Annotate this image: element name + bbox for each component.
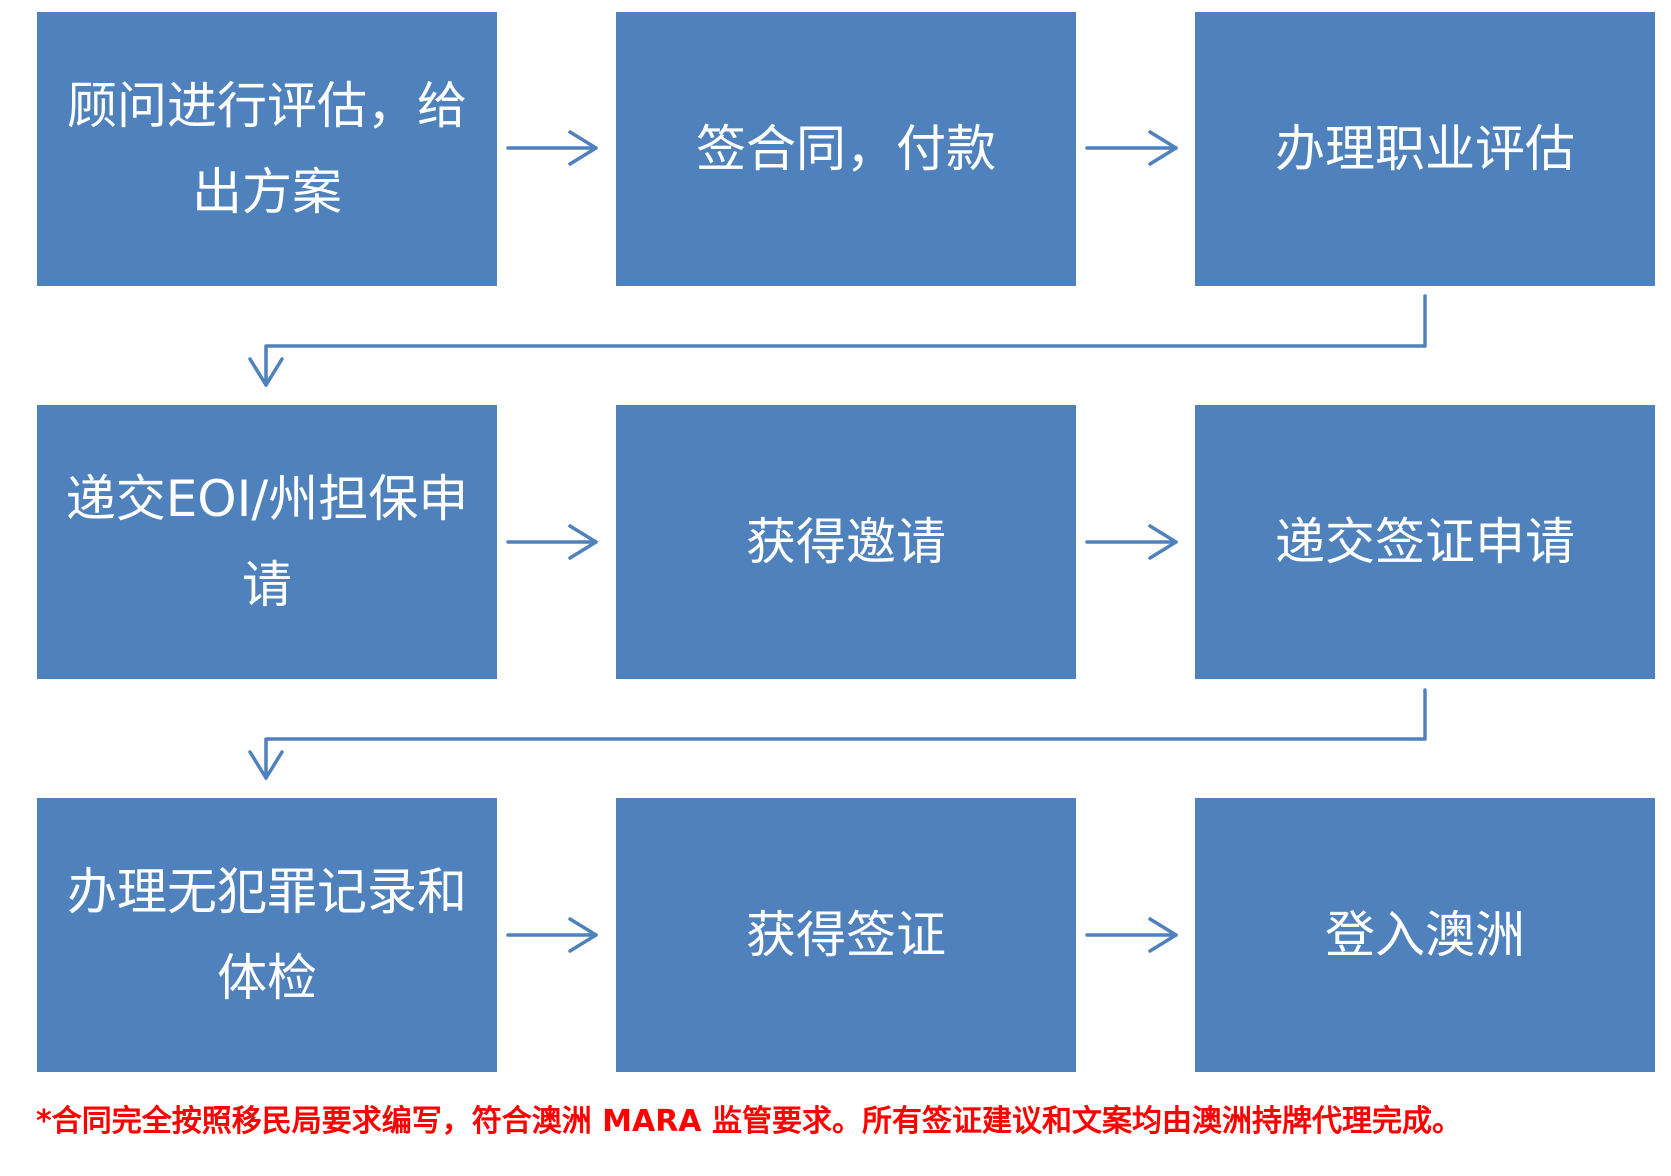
footnote: *合同完全按照移民局要求编写，符合澳洲 MARA 监管要求。所有签证建议和文案均…: [36, 1104, 1462, 1139]
arrow-step4-to-step5: [506, 524, 598, 560]
arrow-step8-to-step9: [1085, 917, 1178, 953]
step-label: 办理无犯罪记录和体检: [67, 863, 467, 1007]
step-visa-granted: 获得签证: [616, 798, 1076, 1072]
arrow-step6-to-step7: [248, 688, 1427, 780]
step-label: 递交签证申请: [1275, 513, 1575, 571]
step-label: 登入澳洲: [1325, 906, 1525, 964]
arrow-step5-to-step6: [1085, 524, 1178, 560]
arrow-step3-to-step4: [248, 294, 1427, 387]
step-consultant-assessment: 顾问进行评估，给出方案: [37, 12, 497, 286]
arrow-step1-to-step2: [506, 130, 598, 166]
arrow-step7-to-step8: [506, 917, 598, 953]
arrow-step2-to-step3: [1085, 130, 1178, 166]
step-label: 办理职业评估: [1275, 120, 1575, 178]
step-skills-assessment: 办理职业评估: [1195, 12, 1655, 286]
step-label: 获得邀请: [746, 513, 946, 571]
step-police-check-medical: 办理无犯罪记录和体检: [37, 798, 497, 1072]
step-submit-visa-application: 递交签证申请: [1195, 405, 1655, 679]
step-label: 获得签证: [746, 906, 946, 964]
step-label: 顾问进行评估，给出方案: [67, 77, 467, 221]
step-sign-contract: 签合同，付款: [616, 12, 1076, 286]
step-enter-australia: 登入澳洲: [1195, 798, 1655, 1072]
step-label: 签合同，付款: [696, 120, 996, 178]
step-submit-eoi: 递交EOI/州担保申请: [37, 405, 497, 679]
step-receive-invitation: 获得邀请: [616, 405, 1076, 679]
step-label: 递交EOI/州担保申请: [65, 470, 469, 614]
